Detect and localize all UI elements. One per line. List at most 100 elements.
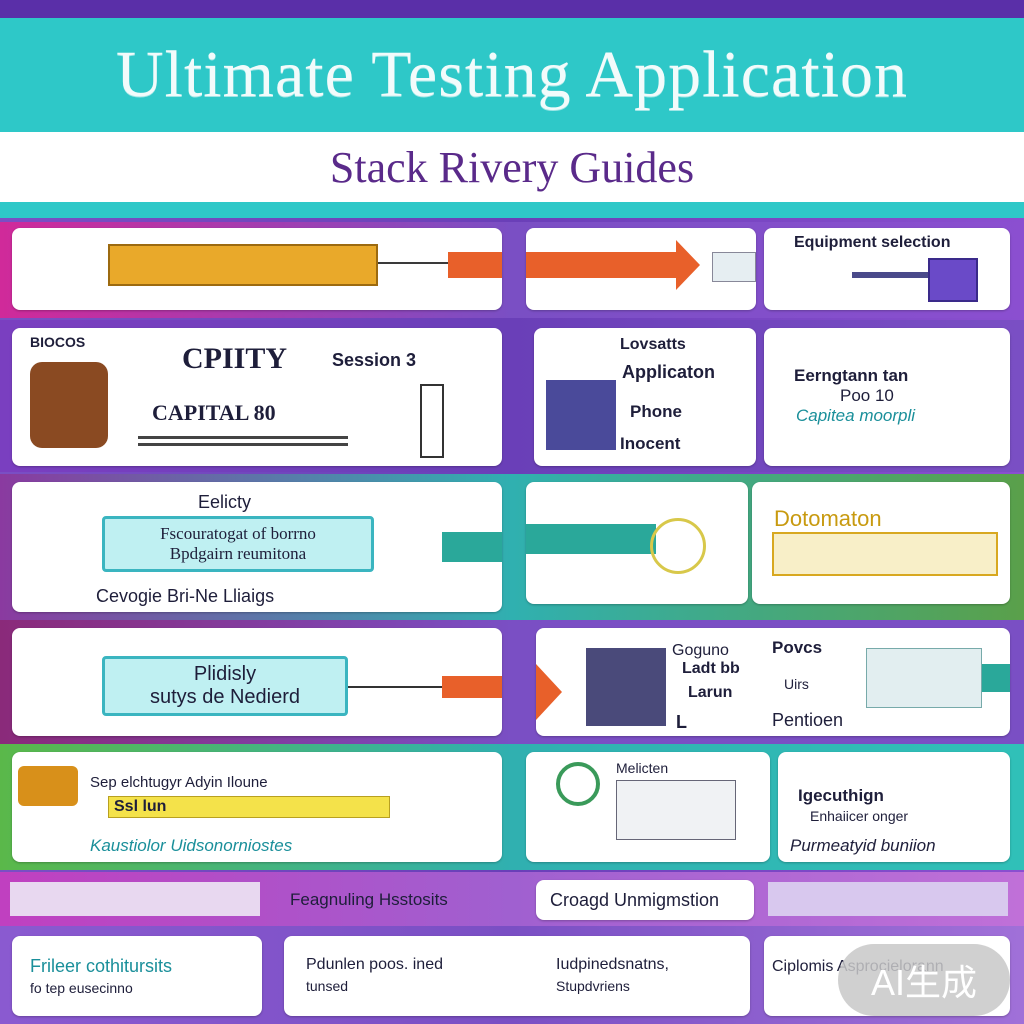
- plidisly-label: Plidisly: [193, 663, 257, 685]
- eerngtann-heading: Eerngtann tan: [794, 366, 909, 385]
- device-icon: [712, 252, 756, 282]
- enhaiicer-label: Enhaiicer onger: [810, 808, 909, 824]
- ladt-label: Ladt bb: [682, 660, 740, 677]
- purmeatyid-label: Purmeatyid buniion: [790, 836, 936, 855]
- row-2-left-card: BIOCOS CPIITY Session 3 CAPITAL 80: [12, 328, 502, 466]
- box-line-2: Bpdgairn reumitona: [169, 544, 307, 563]
- capitea-note: Capitea moorpli: [796, 406, 916, 425]
- povcs-heading: Povcs: [772, 638, 823, 657]
- row-5: Sep elchtugyr Adyin Iloune Ssl lun Kaust…: [0, 744, 1024, 870]
- row-4: Plidisly sutys de Nedierd Goguno Ladt bb…: [0, 620, 1024, 744]
- footer-card-2-line-1: Pdunlen poos. ined: [306, 956, 443, 973]
- orange-arrow-start-2: [442, 676, 502, 698]
- row-5-line-1: Sep elchtugyr Adyin Iloune: [90, 774, 268, 791]
- teal-arrow-start: [442, 532, 502, 562]
- connector-line-2: [348, 686, 448, 688]
- pentioen-label: Pentioen: [772, 710, 844, 730]
- teal-arrow: [526, 524, 656, 554]
- row-3: Eelicty Fscouratogat of borrno Bpdgairn …: [0, 474, 1024, 620]
- sutys-label: sutys de Nedierd: [149, 686, 301, 708]
- page-title: Ultimate Testing Application: [115, 38, 909, 111]
- uirs-label: Uirs: [784, 676, 809, 692]
- equipment-icon: [866, 648, 982, 708]
- footer-card-2-line-2: tunsed: [306, 978, 349, 994]
- row-2-mid-card: Lovsatts Applicaton Phone Inocent: [534, 328, 756, 466]
- row-4-left-card: Plidisly sutys de Nedierd: [12, 628, 502, 736]
- row-3-mid-card: [526, 482, 748, 604]
- l-label: L: [676, 712, 687, 732]
- ring-icon: [650, 518, 706, 574]
- capacity-heading: CPIITY: [182, 342, 288, 375]
- lovsatts-heading: Lovsatts: [620, 336, 686, 353]
- text-lines: [138, 436, 348, 450]
- row-2: BIOCOS CPIITY Session 3 CAPITAL 80 Lovsa…: [0, 320, 1024, 472]
- inocent-label: Inocent: [620, 434, 681, 453]
- footer-card-1-line-2: fo tep eusecinno: [30, 980, 133, 996]
- footer-card-3-line-2: Stupdvriens: [556, 978, 630, 994]
- arrow-head-icon-2: [536, 664, 562, 720]
- apparatus-icon: [616, 780, 736, 840]
- divider: [0, 202, 1024, 218]
- teal-label-box: Fscouratogat of borrno Bpdgairn reumiton…: [102, 516, 374, 572]
- purple-block-icon: [928, 258, 978, 302]
- capital-label: CAPITAL 80: [152, 400, 276, 425]
- rail: [852, 272, 942, 278]
- gold-tag-icon: [18, 766, 78, 806]
- melicten-label: Melicten: [616, 760, 669, 776]
- page-subtitle: Stack Rivery Guides: [329, 142, 695, 192]
- teal-label-box-2: Plidisly sutys de Nedierd: [102, 656, 348, 716]
- igecuthign-heading: Igecuthign: [798, 786, 884, 805]
- tab-feagnuling[interactable]: Feagnuling Hsstosits: [290, 890, 448, 909]
- row-5-mid-card: Melicten: [526, 752, 770, 862]
- top-bar: [0, 0, 1024, 18]
- equipment-heading: Equipment selection: [794, 234, 951, 251]
- yellow-bar: [108, 796, 390, 818]
- row-3-footer: Cevogie Bri-Ne Lliaigs: [96, 586, 275, 606]
- ai-watermark-text: AI生成: [870, 962, 977, 1003]
- ai-watermark-badge: AI生成: [838, 944, 1010, 1016]
- title-band: Ultimate Testing Application: [0, 18, 1024, 132]
- footer-card-1: Frileer cothitursits fo tep eusecinno: [12, 936, 262, 1016]
- row-1-mid-card: [526, 228, 756, 310]
- vial-icon: [420, 384, 444, 458]
- tab-strip-right: [768, 882, 1008, 916]
- tab-croagd-label: Croagd Unmigmstion: [550, 890, 720, 910]
- row-3-right-card: Dotomaton: [752, 482, 1010, 604]
- larun-label: Larun: [688, 684, 733, 701]
- phone-label: Phone: [630, 402, 682, 421]
- tab-croagd[interactable]: Croagd Unmigmstion: [536, 880, 754, 920]
- row-3-left-card: Eelicty Fscouratogat of borrno Bpdgairn …: [12, 482, 502, 612]
- connector-line: [378, 262, 448, 264]
- session-label: Session 3: [332, 350, 417, 370]
- eelicty-heading: Eelicty: [198, 492, 252, 512]
- row-1: Equipment selection: [0, 222, 1024, 318]
- green-ring-icon: [556, 762, 600, 806]
- row-5-right-card: Igecuthign Enhaiicer onger Purmeatyid bu…: [778, 752, 1010, 862]
- subtitle-band: Stack Rivery Guides: [0, 132, 1024, 202]
- biocos-tag: BIOCOS: [30, 334, 86, 350]
- row-4-right-card: Goguno Ladt bb Larun L Povcs Uirs Pentio…: [536, 628, 1010, 736]
- tab-strip-left: [10, 882, 260, 916]
- bottom-tab-bar: Feagnuling Hsstosits Croagd Unmigmstion: [0, 872, 1024, 926]
- row-1-right-card: Equipment selection: [764, 228, 1010, 310]
- footer-card-3-line-1: Iudpinedsnatns,: [556, 956, 669, 973]
- application-label: Applicaton: [622, 362, 715, 382]
- row-2-right-card: Eerngtann tan Poo 10 Capitea moorpli: [764, 328, 1010, 466]
- box-line-1: Fscouratogat of borrno: [160, 524, 316, 543]
- teal-cap: [982, 664, 1010, 692]
- row-5-footer: Kaustiolor Uidsonorniostes: [90, 836, 293, 855]
- orange-arrow: [526, 252, 676, 278]
- brown-pouch-icon: [30, 362, 108, 448]
- gold-text-plate: [772, 532, 998, 576]
- panel-icon: [586, 648, 666, 726]
- poo-label: Poo 10: [840, 386, 894, 405]
- goguno-label: Goguno: [672, 642, 729, 659]
- row-5-left-card: Sep elchtugyr Adyin Iloune Ssl lun Kaust…: [12, 752, 502, 862]
- dotomaton-heading: Dotomaton: [774, 506, 882, 531]
- row-1-left-card: [12, 228, 502, 310]
- gold-plate: [108, 244, 378, 286]
- row-5-line-2: Ssl lun: [114, 798, 167, 815]
- footer-card-2: Pdunlen poos. ined tunsed Iudpinedsnatns…: [284, 936, 750, 1016]
- arrow-head-icon: [676, 240, 700, 290]
- footer-card-1-line-1: Frileer cothitursits: [30, 956, 173, 976]
